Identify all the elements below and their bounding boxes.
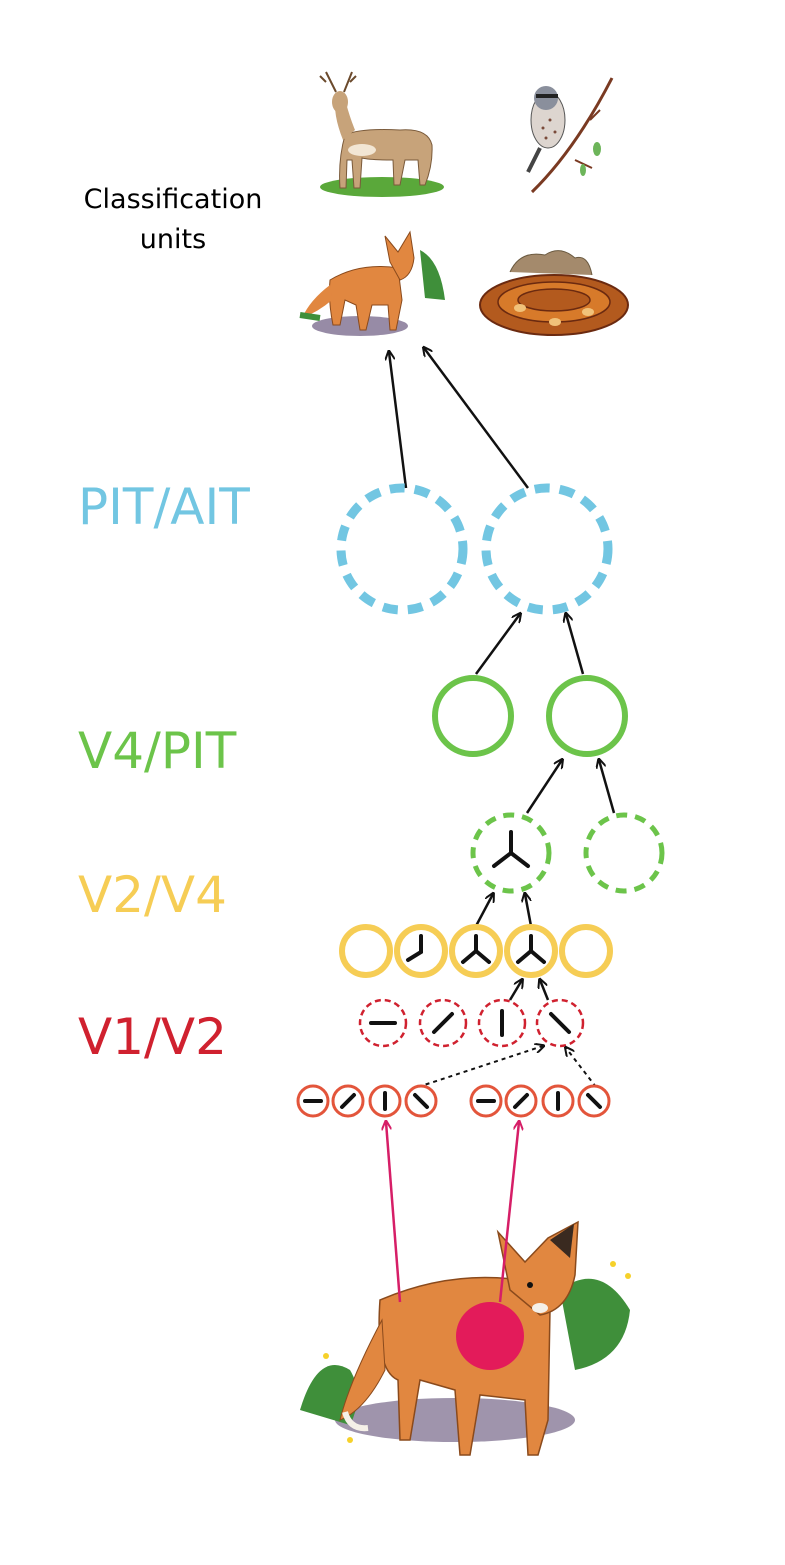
arrow-ait-left-to-fox	[389, 352, 408, 489]
v2-junction-unit-1	[449, 924, 503, 978]
pit-ait-unit-1	[336, 483, 468, 615]
v1-group-left	[296, 1084, 438, 1118]
arrow-v1-to-v2-1	[508, 980, 522, 1001]
arrow-yellow-to-green-2	[525, 894, 533, 927]
v1v2-horizontal-unit	[358, 998, 408, 1048]
layer-label-v4-pit: V4/PIT	[78, 722, 237, 780]
v1v2-vertical-unit	[477, 998, 527, 1048]
arrow-input-to-v1-right	[498, 1122, 519, 1303]
bird-icon	[526, 77, 614, 194]
arrow-yellow-to-green-1	[474, 894, 493, 927]
layer-label-pit-ait: PIT/AIT	[78, 478, 250, 536]
snake-icon	[479, 250, 629, 336]
deer-icon	[319, 71, 444, 197]
v2-corner-unit	[394, 924, 448, 978]
v4-pit-unit-1	[432, 675, 514, 757]
arrow-dotted-right	[566, 1048, 597, 1088]
arrow-input-to-v1-left	[386, 1122, 402, 1303]
arrow-v4pit-right-up	[566, 614, 585, 675]
arrow-dotted-left	[417, 1046, 543, 1088]
v2-unit-5	[559, 924, 613, 978]
v1v2-diagonal-unit	[418, 998, 468, 1048]
arrow-v4pit-left-up	[474, 614, 520, 675]
receptive-field-dot	[456, 1302, 524, 1370]
classification-line2: units	[139, 224, 207, 255]
classification-units-label: Classification units	[78, 180, 268, 260]
arrow-ait-right-to-fox	[424, 348, 530, 489]
v2-v4-junction-unit	[470, 812, 552, 894]
fox-icon	[299, 230, 445, 336]
arrow-v1-to-v2-2	[540, 980, 550, 1001]
v2-junction-unit-2	[504, 924, 558, 978]
layer-label-v1-v2: V1/V2	[78, 1008, 227, 1066]
v4-pit-unit-2	[546, 675, 628, 757]
v2-v4-unit-2	[583, 812, 665, 894]
layer-label-v2-v4: V2/V4	[78, 866, 227, 924]
v1-group-right	[469, 1084, 611, 1118]
arrow-v2v4-left-up	[525, 760, 562, 814]
classification-line1: Classification	[83, 184, 263, 215]
v2-unit-1	[339, 924, 393, 978]
v1v2-antidiagonal-unit	[535, 998, 585, 1048]
arrow-v2v4-right-up	[599, 760, 616, 814]
pit-ait-unit-2	[481, 483, 613, 615]
